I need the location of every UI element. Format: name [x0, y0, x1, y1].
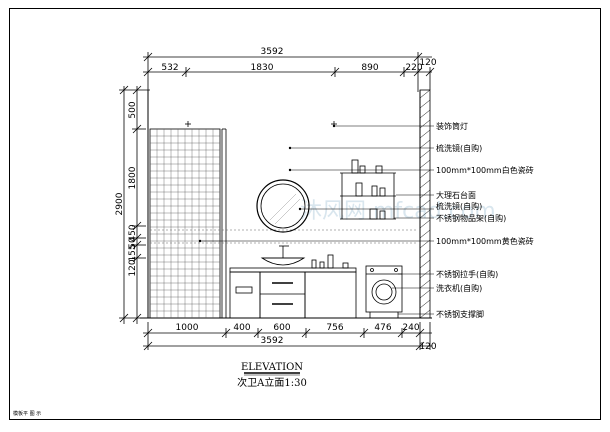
caption-chinese: 次卫A立面1:30 — [237, 376, 307, 389]
top-total-dim: 3592 — [261, 47, 284, 57]
tile-wall-grid — [149, 128, 221, 319]
bottom-dim-wall: 120 — [419, 342, 436, 352]
annotation-label: 100mm*100mm白色瓷砖 — [436, 165, 534, 175]
left-dimension-lines — [119, 85, 150, 324]
vanity-cabinet — [229, 245, 357, 319]
glass-partition — [221, 128, 227, 318]
right-wall-hatch — [419, 89, 431, 319]
bottom-dim-5: 476 — [374, 323, 391, 333]
caption-english: ELEVATION — [241, 362, 303, 373]
left-total-dim: 2900 — [115, 192, 125, 215]
washing-machine — [365, 265, 403, 318]
drawing-frame — [9, 8, 601, 420]
annotation-label: 不锈钢拉手(自购) — [436, 269, 498, 279]
top-dim-2: 1830 — [251, 63, 274, 73]
bottom-total-dim: 3592 — [261, 336, 284, 346]
left-dim-2: 1800 — [128, 166, 138, 189]
top-dim-wall: 120 — [419, 58, 436, 68]
annotation-label: 不锈钢物品架(自购) — [436, 213, 506, 223]
tile-divider-lines — [150, 229, 418, 244]
footer-note: 模板平 图 示 — [13, 410, 41, 417]
annotation-label: 100mm*100mm黄色瓷砖 — [436, 236, 534, 246]
annotation-label: 装饰筒灯 — [436, 121, 468, 131]
bottom-dim-2: 400 — [233, 323, 250, 333]
top-dim-4: 220 — [405, 63, 422, 73]
top-dim-3: 890 — [361, 63, 378, 73]
left-dim-5: 155 — [128, 244, 138, 261]
stainless-shelf — [340, 159, 396, 220]
left-dim-3: 450 — [128, 224, 138, 241]
left-dim-4: 50 — [128, 237, 138, 249]
bottom-dimension-lines — [143, 322, 432, 351]
annotation-label: 梳洗镜(自购) — [436, 201, 482, 211]
bottom-dim-4: 756 — [326, 323, 343, 333]
annotation-label: 不锈钢支撑脚 — [436, 309, 484, 319]
leader-lines — [200, 125, 434, 315]
annotation-label: 大理石台面 — [436, 190, 476, 200]
top-dim-1: 532 — [161, 63, 178, 73]
downlight-icon — [185, 121, 337, 127]
round-mirror — [256, 179, 310, 233]
bottom-dim-1: 1000 — [176, 323, 199, 333]
bottom-dim-6: 240 — [402, 323, 419, 333]
annotation-label: 梳洗镜(自购) — [436, 143, 482, 153]
leader-dots — [198, 124, 336, 243]
left-dim-1: 500 — [128, 101, 138, 118]
annotation-label: 洗衣机(自购) — [436, 283, 482, 293]
left-dim-6: 120 — [128, 259, 138, 276]
watermark: 沐风网 mfcad.com — [300, 199, 496, 224]
drawing-caption: ELEVATION 次卫A立面1:30 — [237, 362, 307, 389]
bottom-dim-3: 600 — [273, 323, 290, 333]
top-dimension-lines — [143, 52, 435, 92]
